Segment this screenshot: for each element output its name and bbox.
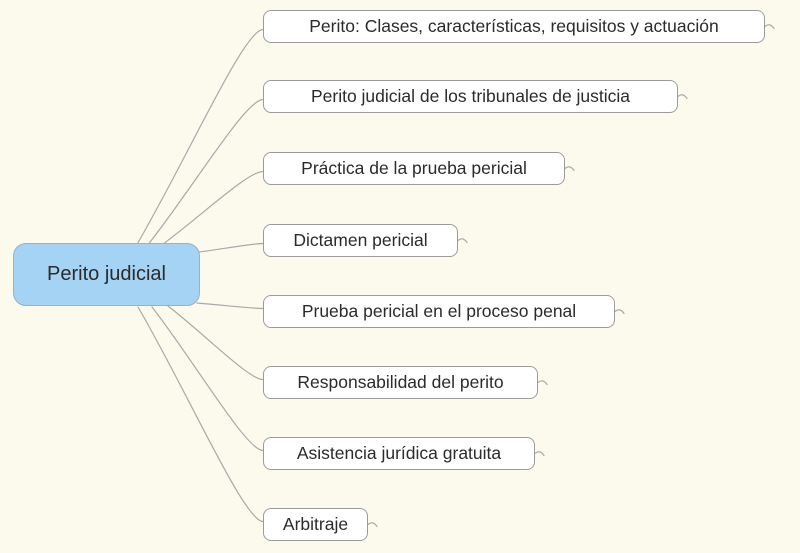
branch-node-8[interactable]: Arbitraje (263, 508, 368, 541)
branch-node-label: Asistencia jurídica gratuita (296, 443, 502, 463)
branch-node-7[interactable]: Asistencia jurídica gratuita (263, 437, 535, 470)
root-node-label: Perito judicial (47, 263, 166, 285)
branch-node-6[interactable]: Responsabilidad del perito (263, 366, 538, 399)
branch-node-3[interactable]: Práctica de la prueba pericial (263, 152, 565, 185)
branch-node-5[interactable]: Prueba pericial en el proceso penal (263, 295, 615, 328)
branch-node-2[interactable]: Perito judicial de los tribunales de jus… (263, 80, 678, 113)
branch-node-label: Responsabilidad del perito (297, 372, 504, 392)
branch-node-label: Práctica de la prueba pericial (301, 158, 527, 178)
branch-node-label: Prueba pericial en el proceso penal (301, 301, 577, 321)
branch-node-label: Perito judicial de los tribunales de jus… (310, 86, 631, 106)
branch-node-label: Arbitraje (282, 514, 349, 534)
branch-node-1[interactable]: Perito: Clases, características, requisi… (263, 10, 765, 43)
branch-node-4[interactable]: Dictamen pericial (263, 224, 458, 257)
branch-node-label: Dictamen pericial (293, 230, 428, 250)
branch-node-label: Perito: Clases, características, requisi… (309, 16, 719, 36)
root-node[interactable]: Perito judicial (13, 243, 200, 306)
